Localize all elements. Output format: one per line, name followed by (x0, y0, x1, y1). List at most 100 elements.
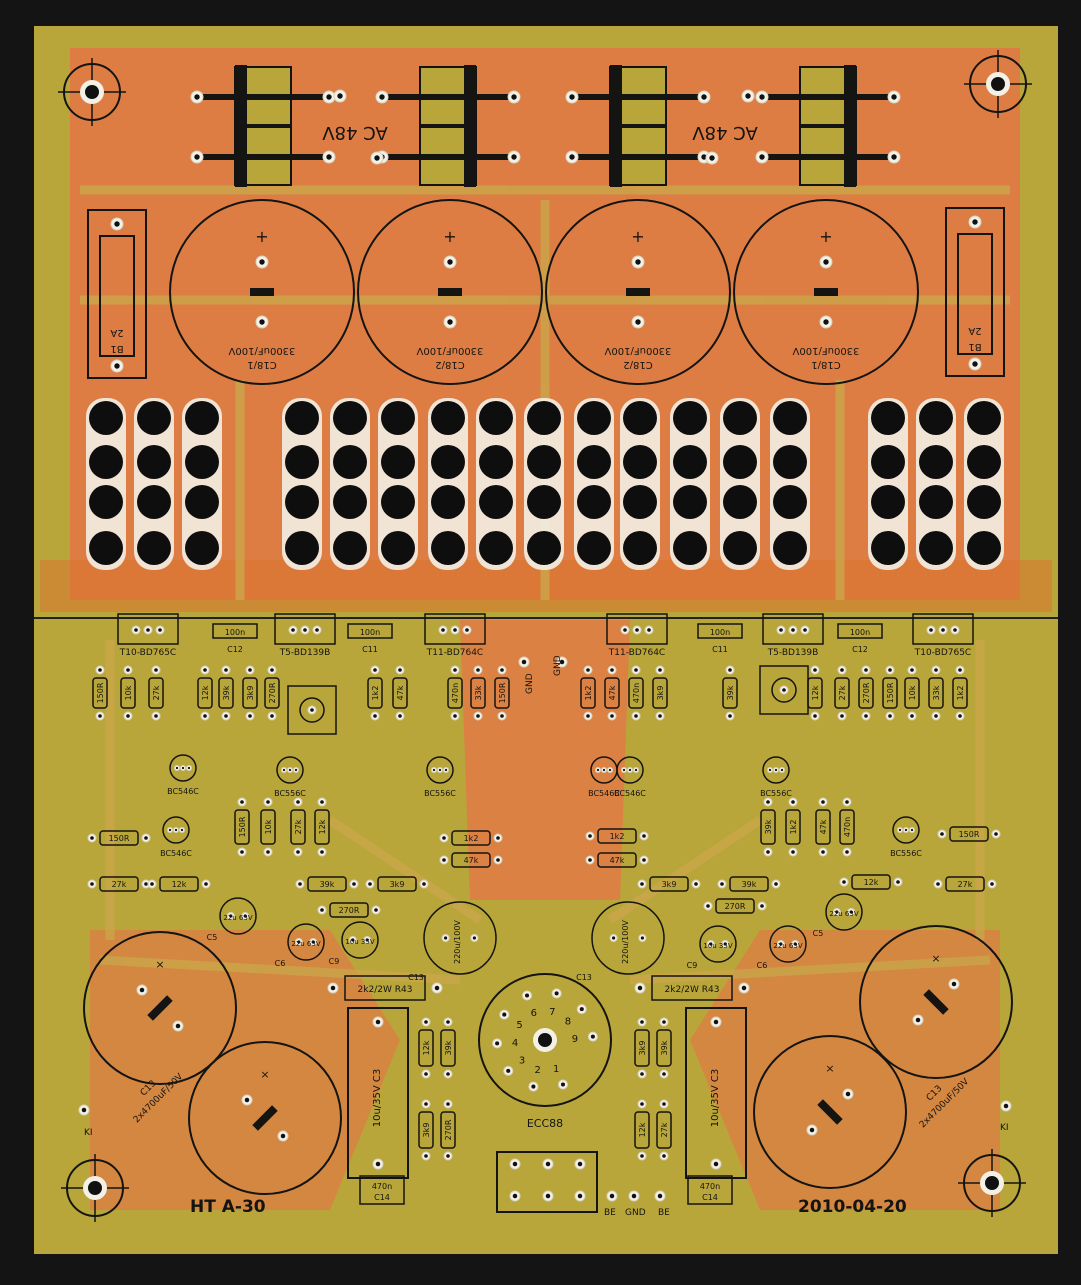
vent-hole (185, 401, 219, 435)
resistor (604, 677, 620, 709)
drill-hole (453, 628, 457, 632)
drill-hole (559, 659, 565, 665)
drill-hole (442, 858, 446, 862)
drill-hole (294, 768, 298, 772)
resistor-value: 270R (862, 682, 871, 703)
fuse-ref: B1 (110, 343, 123, 354)
drill-hole (310, 708, 314, 712)
drill-hole (351, 938, 355, 942)
vent-hole (381, 401, 415, 435)
filter-cap-ref: C18/2 (623, 359, 652, 370)
drill-hole (791, 850, 795, 854)
vent-hole (919, 531, 953, 565)
drill-hole (934, 714, 938, 718)
drill-hole (476, 714, 480, 718)
resistor-value: 39k (764, 819, 773, 834)
cap-plus-mark: × (825, 1062, 834, 1075)
power-transistor (912, 613, 974, 645)
vent-hole (577, 485, 611, 519)
drill-hole (936, 882, 940, 886)
resistor-value: 39k (444, 1040, 453, 1055)
small-transistor (426, 756, 454, 784)
small-transistor-label: BC556C (890, 849, 922, 858)
resistor (329, 902, 369, 918)
vent-hole (919, 485, 953, 519)
resistor-value: 47k (819, 819, 828, 834)
electrolytic-cap (591, 901, 665, 975)
film-cap-c3 (685, 1007, 747, 1179)
drill-hole (560, 1082, 566, 1087)
drill-hole (662, 1154, 666, 1158)
transistor-label: T11-BD764C (608, 648, 665, 658)
resistor-value: 47k (396, 685, 405, 700)
drill-hole (288, 768, 292, 772)
drill-hole (368, 882, 372, 886)
drill-hole (203, 668, 207, 672)
drill-hole (495, 1041, 500, 1046)
transistor-label: T5-BD139B (279, 648, 331, 658)
cap-c14-value: 470n (372, 1182, 392, 1191)
drill-hole (662, 1072, 666, 1076)
drill-hole (512, 1193, 518, 1199)
vent-hole (479, 401, 513, 435)
drill-hole (609, 1193, 615, 1199)
drill-hole (774, 882, 778, 886)
resistor-value: 270R (339, 906, 360, 915)
vent-hole (723, 531, 757, 565)
vent-slot (134, 398, 174, 570)
small-cap-ref: C11 (362, 645, 378, 654)
small-cap-ref: C12 (227, 645, 243, 654)
drill-hole (657, 1193, 663, 1199)
drill-hole (709, 155, 715, 161)
connector-bar (844, 65, 856, 187)
small-transistor-label: BC546C (588, 789, 620, 798)
cap-c14-value: 470n (700, 1182, 720, 1191)
electrolytic-value: 22u 63V (223, 914, 252, 922)
electrolytic-cap (423, 901, 497, 975)
drill-hole (134, 628, 138, 632)
drill-hole (642, 858, 646, 862)
vent-hole (333, 485, 367, 519)
cap-plus-mark: + (819, 227, 832, 246)
drill-hole (694, 882, 698, 886)
resistor-value: 27k (838, 685, 847, 700)
resistor (815, 809, 831, 845)
board-title: HT A-30 (190, 1197, 266, 1217)
small-cap-outline (347, 623, 393, 639)
resistor (470, 677, 486, 709)
resistor-value: 39k (222, 685, 231, 700)
gnd-label-right: GND (553, 655, 563, 676)
vent-slot (670, 398, 710, 570)
power-transistor (424, 613, 486, 645)
drill-hole (940, 832, 944, 836)
drill-hole (586, 714, 590, 718)
vent-slot (182, 398, 222, 570)
vent-hole (137, 401, 171, 435)
drill-hole (181, 766, 185, 770)
drill-hole (326, 94, 332, 100)
vent-hole (285, 401, 319, 435)
drill-hole (951, 981, 957, 987)
drill-hole (577, 1161, 583, 1167)
drill-hole (373, 714, 377, 718)
drill-hole (713, 1019, 719, 1025)
vent-hole (623, 401, 657, 435)
resistor (314, 809, 330, 845)
drill-hole (248, 714, 252, 718)
drill-hole (511, 94, 517, 100)
film-cap-label: 10u/35V C3 (710, 1069, 721, 1128)
drill-hole (446, 1072, 450, 1076)
resistor-value: 33k (474, 685, 483, 700)
vent-hole (479, 531, 513, 565)
electrolytic-value: 10u 35V (703, 942, 732, 950)
drill-hole (658, 668, 662, 672)
drill-hole (352, 882, 356, 886)
resistor-value: 470n (451, 683, 460, 703)
drill-hole (569, 94, 575, 100)
drill-hole (637, 985, 643, 991)
drill-hole (81, 1107, 87, 1113)
mount-hole (991, 77, 1005, 91)
cap-plus-mark: + (443, 227, 456, 246)
vent-hole (333, 531, 367, 565)
drill-hole (728, 714, 732, 718)
